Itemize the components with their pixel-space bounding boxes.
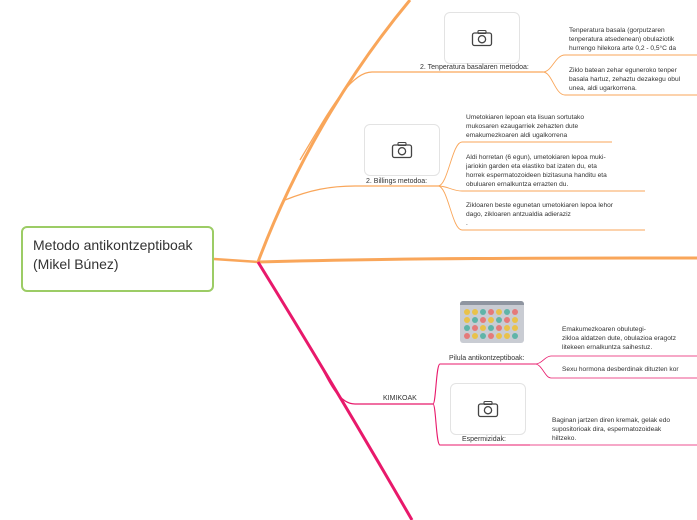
pilula-note-1: Emakumezkoaren obulutegi- zikloa aldatze… [562,326,677,351]
pill [464,317,470,323]
branch-kimikoak-connector [256,261,414,520]
tenperatura-note-1: Tenperatura basala (gorputzaren tenperat… [569,27,677,52]
pill [488,333,494,339]
pill [480,309,486,315]
pill [480,333,486,339]
pill [512,309,518,315]
pill [472,317,478,323]
tenperatura-connector [299,71,543,161]
pill [504,317,510,323]
pill [480,325,486,331]
pill [504,325,510,331]
tenperatura-note-2: Ziklo batean zehar eguneroko tenper basa… [569,67,681,92]
pill [496,333,502,339]
pill [488,309,494,315]
pill [496,309,502,315]
billings-note-2: Aldi horretan (6 egun), umetokiaren lepo… [466,154,607,188]
espermizidak-image[interactable] [450,383,526,435]
pill [488,325,494,331]
espermizidak-connector [432,403,530,446]
pill [464,325,470,331]
pilula-connector [432,363,535,405]
billings-connector [284,185,438,201]
billings-image[interactable] [364,124,440,176]
tenperatura-image[interactable] [444,12,520,64]
pilula-label[interactable]: Pilula antikontzeptiboak: [449,355,525,362]
billings-note-3: Zikloaren beste egunetan umetokiaren lep… [466,202,613,227]
root-node[interactable]: Metodo antikontzeptiboak (Mikel Búnez) [21,226,214,292]
pill-pack-image[interactable] [460,301,524,343]
pill [472,325,478,331]
branch-right-connector [257,256,697,264]
branch-natural-connector [256,0,412,263]
root-title: Metodo antikontzeptiboak (Mikel Búnez) [33,237,193,272]
camera-icon [471,29,493,47]
espermizidak-label[interactable]: Espermizidak: [462,436,506,443]
pill [472,309,478,315]
pill [488,317,494,323]
billings-note-1: Umetokiaren lepoan eta lisuan sortutako … [466,114,585,139]
pill [464,333,470,339]
pill [464,309,470,315]
pill [504,309,510,315]
pill [480,317,486,323]
pill [496,325,502,331]
billings-label[interactable]: 2. Billings metodoa: [366,178,428,185]
pill [496,317,502,323]
camera-icon [391,141,413,159]
pilula-note-2: Sexu hormona desberdinak dituzten kor [562,366,679,373]
pill [512,317,518,323]
pill-pack-strip [460,301,524,305]
pill-grid [463,308,519,340]
tenperatura-label[interactable]: 2. Tenperatura basalaren metodoa: [420,64,529,71]
kimikoak-label[interactable]: KIMIKOAK [383,395,417,402]
pill [504,333,510,339]
pill [512,325,518,331]
pill [472,333,478,339]
pill [512,333,518,339]
kimikoak-connector [317,359,433,405]
camera-icon [477,400,499,418]
espermizidak-note-1: Baginan jartzen diren kremak, gelak edo … [552,417,671,442]
